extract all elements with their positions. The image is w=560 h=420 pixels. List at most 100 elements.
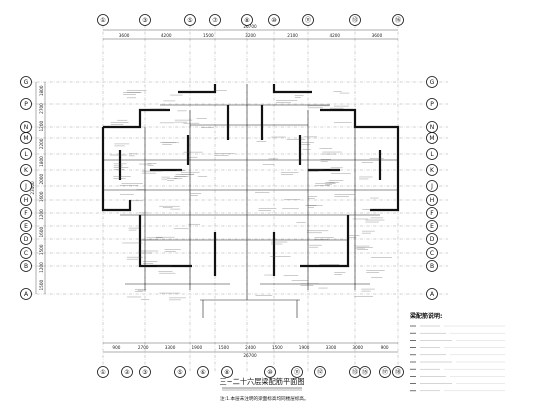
axis-bubble-top-7: ⑬ xyxy=(349,14,361,26)
svg-text:⑤: ⑤ xyxy=(177,369,182,376)
svg-text:⑥: ⑥ xyxy=(200,369,205,376)
left-dimension-segment-8: 1600 xyxy=(39,227,44,238)
axis-grid-lines xyxy=(30,25,448,372)
axis-bubble-bottom-8: ⑫ xyxy=(314,366,326,378)
axis-bubble-right-5: K xyxy=(426,164,438,176)
axis-bubble-right-8: F xyxy=(426,207,438,219)
bottom-dimension-total: 26700 xyxy=(243,353,257,358)
svg-text:⑫: ⑫ xyxy=(317,368,323,376)
axis-bubble-top-4: ⑧ xyxy=(241,14,253,26)
svg-text:⑰: ⑰ xyxy=(382,368,388,376)
axis-bubble-top-2: ⑤ xyxy=(184,14,196,26)
axis-bubble-top-3: ⑦ xyxy=(209,14,221,26)
bottom-dimension-segment-5: 2400 xyxy=(245,345,256,350)
svg-text:D: D xyxy=(24,236,29,243)
axis-bubble-top-8: ⑯ xyxy=(392,14,404,26)
axis-bubble-bottom-12: ⑱ xyxy=(392,366,404,378)
axis-bubble-left-3: M xyxy=(20,132,32,144)
axis-bubble-left-5: K xyxy=(20,164,32,176)
axis-bubble-right-2: N xyxy=(426,121,438,133)
legend-title: 梁配筋说明: xyxy=(410,312,442,320)
axis-bubble-left-10: D xyxy=(20,233,32,245)
axis-bubble-bottom-5: ⑧ xyxy=(221,366,233,378)
svg-text:⑮: ⑮ xyxy=(362,368,368,376)
svg-text:P: P xyxy=(430,101,434,108)
svg-text:C: C xyxy=(430,250,434,257)
svg-text:G: G xyxy=(430,79,435,86)
axis-bubble-bottom-0: ① xyxy=(97,366,109,378)
svg-text:③: ③ xyxy=(142,17,147,24)
left-dimension-total: 23400 xyxy=(30,181,35,195)
bottom-dimension-segment-1: 2700 xyxy=(138,345,149,350)
axis-bubble-left-4: L xyxy=(20,148,32,160)
svg-text:⑪: ⑪ xyxy=(294,368,300,376)
left-dimension-segment-0: 1800 xyxy=(39,85,44,96)
svg-text:M: M xyxy=(23,135,28,142)
axis-bubble-bottom-6: ⑩ xyxy=(264,366,276,378)
left-dimension-segment-10: 1200 xyxy=(39,262,44,273)
axis-bubble-right-7: H xyxy=(426,194,438,206)
svg-text:K: K xyxy=(24,167,29,174)
left-dimension-segment-3: 2200 xyxy=(39,138,44,149)
rebar-annotation-marks xyxy=(110,90,392,301)
axis-bubble-bottom-1: ② xyxy=(121,366,133,378)
bottom-dimension-segment-2: 3300 xyxy=(165,345,176,350)
axis-bubble-right-4: L xyxy=(426,148,438,160)
bottom-dimension-segment-6: 1500 xyxy=(272,345,283,350)
svg-text:F: F xyxy=(430,210,434,217)
axis-bubble-top-0: ① xyxy=(97,14,109,26)
bottom-dimension-segment-8: 3300 xyxy=(326,345,337,350)
svg-text:⑪: ⑪ xyxy=(305,16,311,24)
axis-bubble-top-5: ⑩ xyxy=(268,14,280,26)
top-dimension-segment-3: 3200 xyxy=(245,33,256,38)
axis-bubble-left-2: N xyxy=(20,121,32,133)
top-dimension-segment-0: 3600 xyxy=(119,33,130,38)
top-dimension-total: 26700 xyxy=(243,24,257,29)
svg-text:⑦: ⑦ xyxy=(212,17,218,24)
left-dimension-segment-1: 2700 xyxy=(39,103,44,114)
axis-bubble-right-0: G xyxy=(426,76,438,88)
svg-text:⑧: ⑧ xyxy=(224,369,229,376)
bottom-dimension-segment-10: 900 xyxy=(381,345,389,350)
bottom-dimension-segment-7: 1900 xyxy=(299,345,310,350)
svg-text:③: ③ xyxy=(142,369,147,376)
left-dimension-segment-11: 1500 xyxy=(39,280,44,291)
svg-text:①: ① xyxy=(100,17,105,24)
axis-bubble-bottom-11: ⑰ xyxy=(379,366,391,378)
svg-text:⑧: ⑧ xyxy=(244,17,249,24)
svg-text:⑤: ⑤ xyxy=(187,17,192,24)
bottom-dimension-segment-0: 900 xyxy=(112,345,120,350)
left-dimension-segment-7: 1200 xyxy=(39,209,44,220)
axis-bubble-right-1: P xyxy=(426,98,438,110)
left-dimension-segment-2: 1200 xyxy=(39,121,44,132)
svg-text:B: B xyxy=(24,263,28,270)
svg-text:H: H xyxy=(24,197,29,204)
left-dimension-chain: 1800270012002200180020001600120016001500… xyxy=(30,82,46,294)
bottom-dimension-segment-9: 3000 xyxy=(352,345,363,350)
svg-text:N: N xyxy=(430,124,435,131)
svg-text:G: G xyxy=(24,79,29,86)
svg-text:P: P xyxy=(24,101,28,108)
left-dimension-segment-9: 1500 xyxy=(39,244,44,255)
axis-bubble-bottom-10: ⑮ xyxy=(359,366,371,378)
svg-text:②: ② xyxy=(124,369,130,376)
axis-bubble-left-6: J xyxy=(20,180,32,192)
svg-text:N: N xyxy=(24,124,29,131)
beam-lines xyxy=(103,84,398,318)
left-dimension-segment-6: 1600 xyxy=(39,191,44,202)
axis-bubble-bottom-7: ⑪ xyxy=(291,366,303,378)
svg-text:①: ① xyxy=(100,369,105,376)
svg-text:⑬: ⑬ xyxy=(352,16,358,24)
svg-text:A: A xyxy=(430,291,435,298)
axis-bubble-right-13: A xyxy=(426,288,438,300)
axis-bubble-left-7: H xyxy=(20,194,32,206)
axis-bubble-right-11: C xyxy=(426,247,438,259)
axis-bubble-left-13: A xyxy=(20,288,32,300)
axis-bubble-bottom-3: ⑤ xyxy=(174,366,186,378)
axis-bubble-left-11: C xyxy=(20,247,32,259)
top-dimension-segment-6: 3600 xyxy=(372,33,383,38)
svg-text:J: J xyxy=(430,183,433,190)
svg-text:H: H xyxy=(430,197,435,204)
